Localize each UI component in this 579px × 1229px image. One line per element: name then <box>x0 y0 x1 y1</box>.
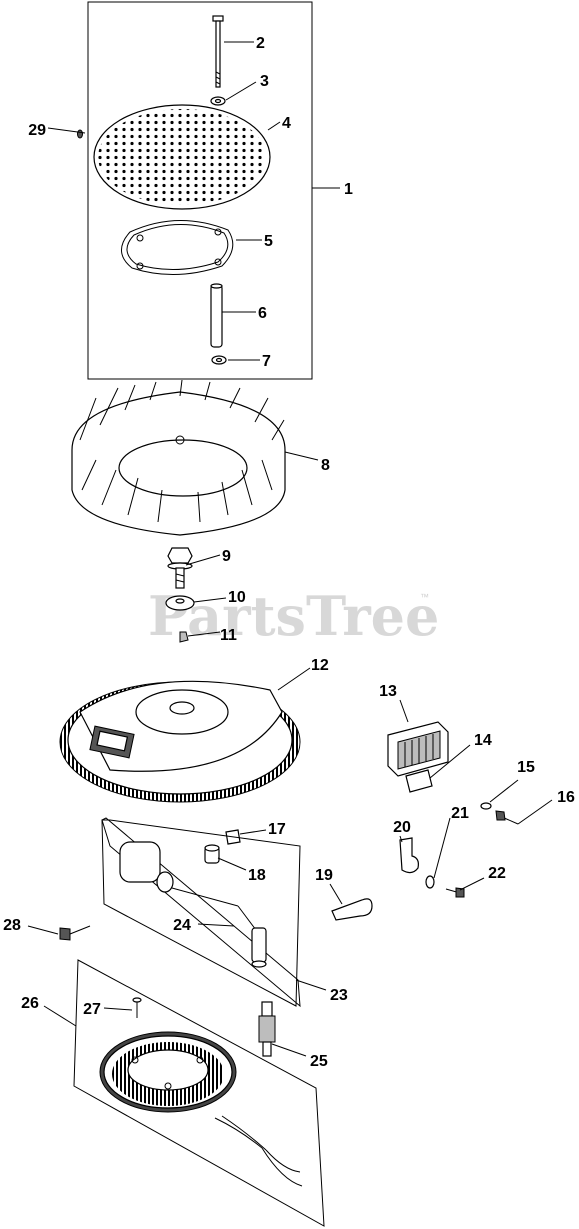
callout-17[interactable]: 17 <box>268 821 286 838</box>
ignition-module-part <box>119 841 239 907</box>
callout-11[interactable]: 11 <box>220 627 237 644</box>
callout-14[interactable]: 14 <box>474 732 492 749</box>
spark-plug-part-25 <box>258 1001 276 1057</box>
stator-wires <box>214 1115 303 1187</box>
watermark-text: PartsTree <box>148 584 439 648</box>
callout-19[interactable]: 19 <box>315 867 333 884</box>
screw-part-22 <box>445 887 465 898</box>
callout-25[interactable]: 25 <box>310 1053 328 1070</box>
callout-13[interactable]: 13 <box>379 683 397 700</box>
key-part-11 <box>179 631 189 643</box>
pin-part-6 <box>210 283 223 348</box>
spacer-part-18 <box>204 844 220 864</box>
connector-part-14 <box>405 769 433 793</box>
screw-part-27 <box>132 997 142 1018</box>
callout-5[interactable]: 5 <box>264 233 273 250</box>
callout-3[interactable]: 3 <box>260 73 269 90</box>
callout-24[interactable]: 24 <box>173 917 191 934</box>
callout-21[interactable]: 21 <box>451 805 469 822</box>
callout-9[interactable]: 9 <box>222 548 231 565</box>
callout-4[interactable]: 4 <box>282 115 291 132</box>
callout-23[interactable]: 23 <box>330 987 348 1004</box>
washer-part-7 <box>211 355 227 365</box>
leader-lines <box>27 41 553 1057</box>
watermark-trademark: ™ <box>420 592 429 602</box>
fan-part-8 <box>71 379 286 536</box>
callout-15[interactable]: 15 <box>517 759 535 776</box>
ignition-box-outline <box>101 819 301 1007</box>
washer-part-21 <box>425 875 435 889</box>
flywheel-part-12 <box>59 680 301 803</box>
callout-27[interactable]: 27 <box>83 1001 101 1018</box>
spark-lead-part-24 <box>237 905 267 968</box>
callout-29[interactable]: 29 <box>28 122 46 139</box>
callout-12[interactable]: 12 <box>311 657 329 674</box>
gasket-part-5 <box>121 219 234 275</box>
callout-22[interactable]: 22 <box>488 865 506 882</box>
callout-2[interactable]: 2 <box>256 35 265 52</box>
bolt-part-28 <box>59 925 91 941</box>
bolt-part-2 <box>212 15 224 88</box>
washer-part-3 <box>210 96 226 106</box>
flange-bolt-part-9 <box>167 547 193 589</box>
kit-box-outline <box>87 1 313 380</box>
callout-26[interactable]: 26 <box>21 995 39 1012</box>
callout-28[interactable]: 28 <box>3 917 21 934</box>
callout-18[interactable]: 18 <box>248 867 266 884</box>
clamp-part-19 <box>331 898 373 921</box>
stator-part <box>99 1031 237 1113</box>
callout-6[interactable]: 6 <box>258 305 267 322</box>
callout-16[interactable]: 16 <box>557 789 575 806</box>
callout-1[interactable]: 1 <box>344 181 353 198</box>
plug-part-29 <box>77 129 83 139</box>
washer-part-15 <box>480 802 492 810</box>
screw-part-16 <box>495 810 519 825</box>
callout-8[interactable]: 8 <box>321 457 330 474</box>
callout-10[interactable]: 10 <box>228 589 246 606</box>
stator-box-outline <box>73 959 325 1227</box>
callout-20[interactable]: 20 <box>393 819 411 836</box>
screen-part-4 <box>93 104 271 210</box>
rectifier-part-13 <box>387 721 449 777</box>
washer-part-10 <box>165 595 195 611</box>
callout-7[interactable]: 7 <box>262 353 271 370</box>
ignition-box-top <box>101 817 301 1008</box>
clamp-part-20 <box>399 837 419 874</box>
